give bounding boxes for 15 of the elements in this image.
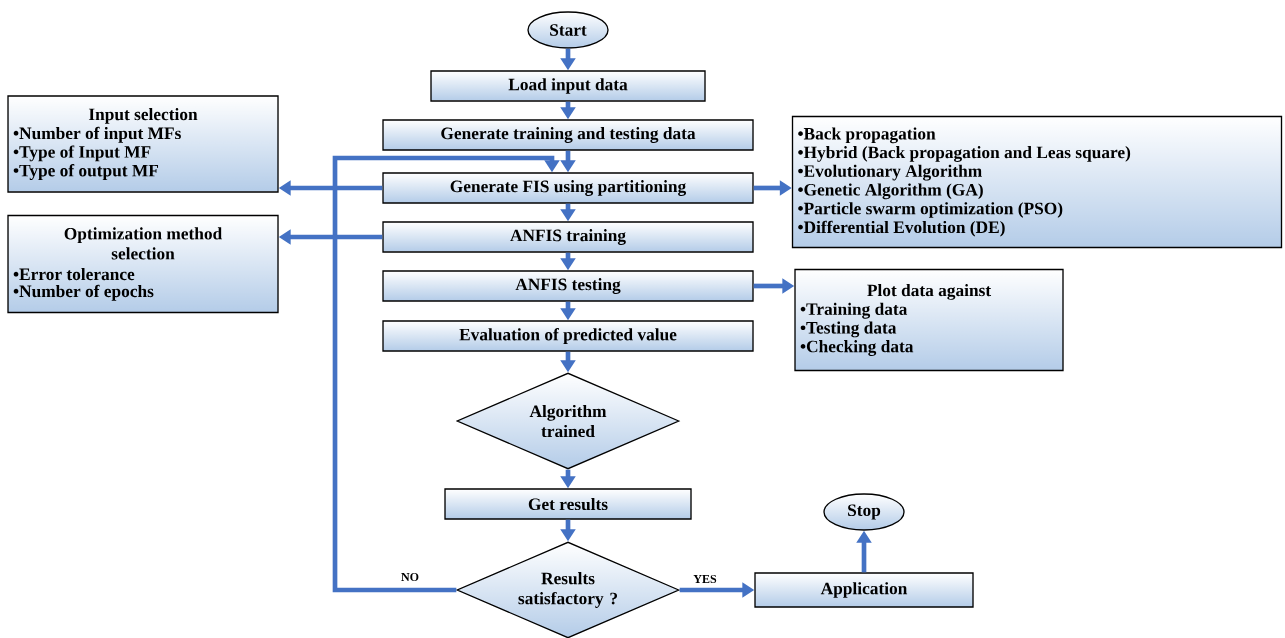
process-box: ANFIS testing bbox=[382, 270, 754, 302]
process-box: Generate training and testing data bbox=[382, 119, 754, 151]
process-box: Load input data bbox=[430, 70, 706, 102]
edge-label: YES bbox=[692, 573, 718, 585]
process-box: Application bbox=[754, 572, 974, 608]
list-box: •Back propagation •Hybrid (Back propagation and Leas square) •Evolutionary Algorithm •Genetic Algorithm (GA) •Particle swarm optimization (PSO) •Differential Evolution (DE) bbox=[791, 115, 1283, 249]
list-box: Optimization method selection •Error tolerance •Number of epochs bbox=[7, 214, 279, 314]
process-box: Evaluation of predicted value bbox=[382, 320, 754, 352]
edge-label: NO bbox=[399, 571, 421, 583]
list-box: Plot data against •Training data •Testing data •Checking data bbox=[794, 268, 1064, 372]
list-box: Input selection •Number of input MFs •Type of Input MF •Type of output MF bbox=[7, 95, 279, 193]
process-box: Get results bbox=[444, 488, 692, 520]
process-box: Generate FIS using partitioning bbox=[382, 172, 754, 204]
arrow bbox=[332, 155, 560, 593]
process-box: ANFIS training bbox=[382, 221, 754, 253]
